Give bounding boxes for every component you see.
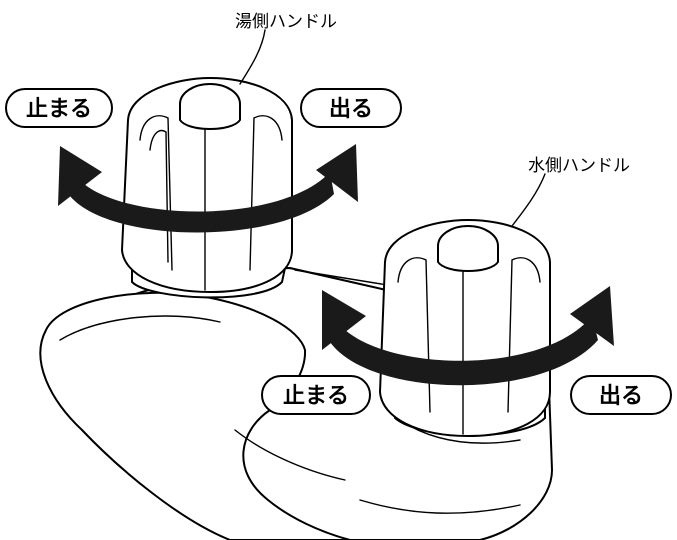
cold-rotation-arrow [322,286,614,386]
hot-close-text: 止まる [26,97,92,122]
hot-handle-label: 湯側ハンドル [235,12,337,32]
hot-handle-leader [239,29,266,85]
hot-rotation-arrow [58,144,358,233]
cold-handle-label: 水側ハンドル [528,156,630,176]
hot-open-text: 出る [329,97,373,122]
cold-handle-leader [511,173,546,227]
cold-close-text: 止まる [283,384,349,409]
cold-open-text: 出る [599,384,643,409]
hot-handle [121,77,293,299]
hot-close-pill: 止まる [5,88,113,128]
cold-open-pill: 出る [570,375,672,415]
cold-handle [379,219,551,437]
cold-close-pill: 止まる [261,375,371,415]
hot-open-pill: 出る [300,88,402,128]
